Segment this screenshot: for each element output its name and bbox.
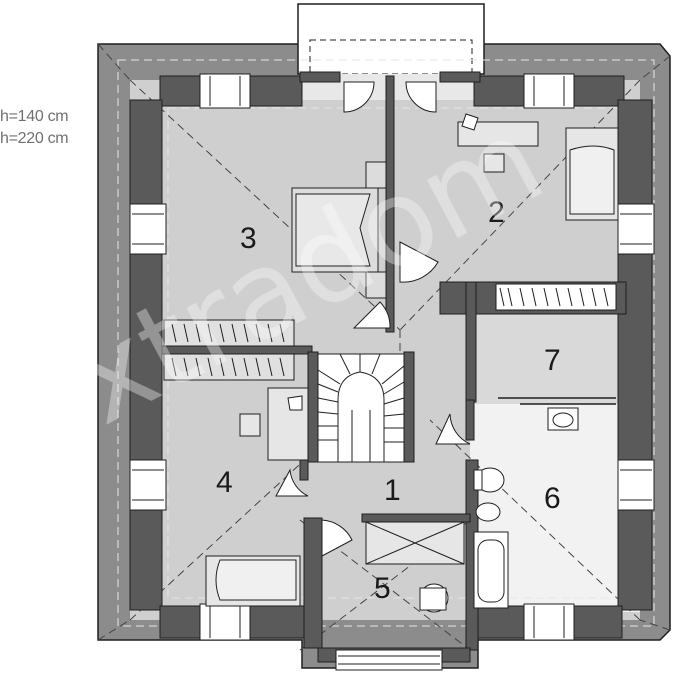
bathroom-fixtures — [473, 407, 579, 609]
wardrobe-hangers — [171, 323, 285, 377]
balcony-top-inner — [309, 39, 473, 75]
window-glass — [132, 76, 652, 665]
wardrobe-room-2-hangers — [499, 287, 609, 307]
closet-floor — [470, 312, 640, 404]
staircase — [317, 353, 405, 463]
bed-room-4 — [205, 555, 301, 607]
room-label-7: 7 — [544, 344, 561, 377]
room-label-6: 6 — [544, 482, 561, 515]
room-label-5: 5 — [374, 572, 391, 605]
eaves-line — [117, 59, 655, 627]
stair-treads — [317, 353, 405, 462]
legend-height-low: h=140 cm — [0, 108, 69, 125]
room-label-2: 2 — [488, 196, 505, 229]
room-label-4: 4 — [216, 466, 233, 499]
closet-7-rail — [498, 397, 616, 405]
room-label-3: 3 — [240, 222, 257, 255]
room-label-1: 1 — [384, 474, 401, 507]
desk-room-2 — [457, 113, 539, 173]
desk-room-5 — [365, 521, 465, 613]
legend-height-high: h=220 cm — [0, 130, 69, 147]
doors — [275, 81, 471, 557]
bed-room-3 — [291, 161, 387, 299]
walls — [129, 75, 653, 663]
desk-room-4 — [239, 387, 309, 461]
window-niches — [129, 73, 655, 671]
wardrobe-room-2 — [495, 283, 617, 311]
bed-room-2 — [565, 127, 619, 221]
bathroom-floor — [470, 400, 640, 612]
